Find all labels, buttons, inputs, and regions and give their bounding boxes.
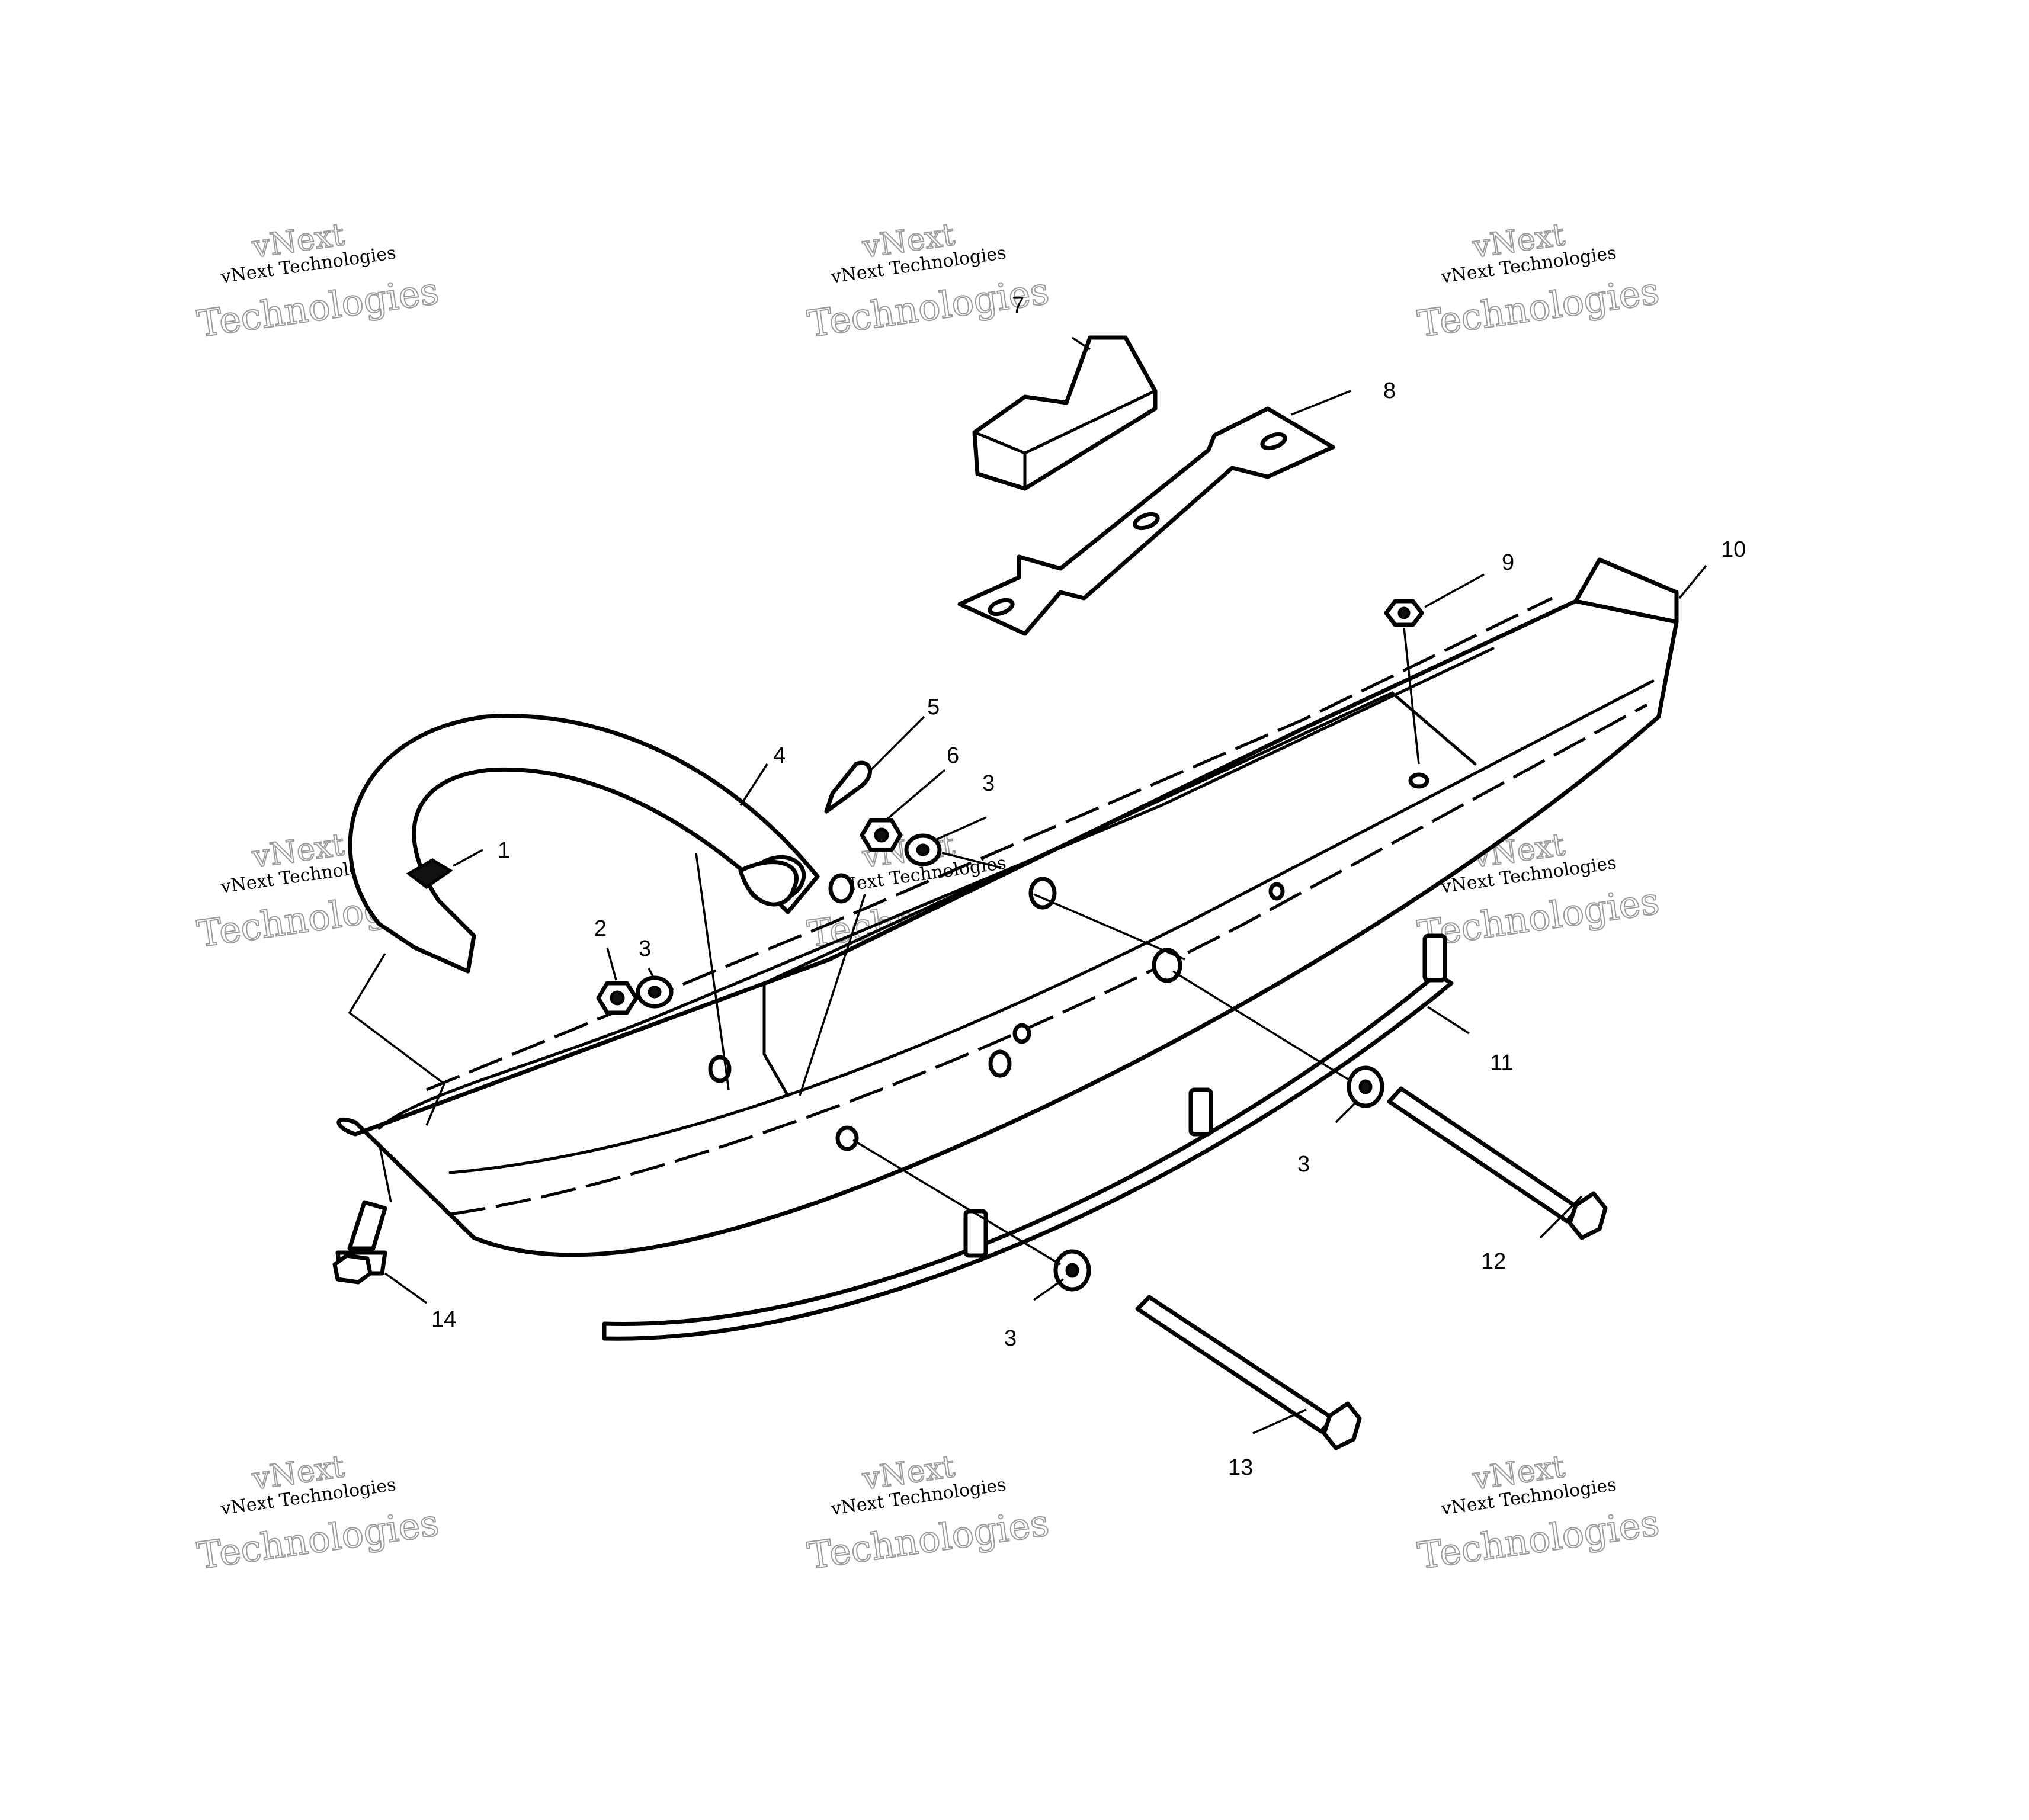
callout-11: 11 — [1490, 1051, 1513, 1076]
callout-1: 1 — [498, 838, 510, 863]
callout-4: 4 — [773, 743, 786, 768]
washer-3-upper — [904, 833, 942, 866]
plug — [406, 858, 453, 890]
callout-14: 14 — [431, 1307, 456, 1332]
ski-loop — [348, 714, 820, 974]
nut-2 — [596, 981, 639, 1015]
callout-9: 9 — [1502, 550, 1514, 575]
callout-13: 13 — [1228, 1455, 1253, 1480]
callout-labels: 1 2 3 3 3 3 4 5 6 7 8 9 10 11 12 13 14 — [431, 293, 1746, 1480]
callout-10: 10 — [1721, 537, 1746, 562]
callout-8: 8 — [1383, 378, 1396, 403]
bolt-13 — [1135, 1295, 1362, 1450]
watermark: vNext vNext Technologies Technologies — [194, 216, 442, 346]
washer-3-lower — [1053, 1249, 1091, 1292]
bolt-14 — [332, 1200, 387, 1285]
washer-3-right — [1347, 1065, 1384, 1108]
assembly-lines — [348, 852, 1351, 1266]
watermark: vNext vNext Technologies Technologies — [804, 1448, 1052, 1578]
callout-12: 12 — [1481, 1249, 1506, 1274]
callout-6: 6 — [947, 743, 959, 768]
wear-bar — [602, 933, 1454, 1341]
watermark: vNext vNext Technologies Technologies — [1415, 216, 1662, 346]
callout-leaders — [384, 336, 1707, 1434]
watermark: vNext vNext Technologies Technologies — [194, 1448, 442, 1578]
nut-9 — [1384, 599, 1424, 765]
callout-7: 7 — [1012, 293, 1024, 318]
wedge-block — [972, 335, 1158, 491]
nut-6 — [860, 818, 903, 852]
watermark: vNext vNext Technologies Technologies — [804, 216, 1052, 346]
callout-3: 3 — [1297, 1152, 1310, 1177]
callout-2: 2 — [594, 916, 607, 941]
callout-3: 3 — [982, 771, 995, 796]
callout-5: 5 — [927, 695, 940, 720]
callout-3: 3 — [639, 936, 651, 961]
watermark: vNext vNext Technologies Technologies — [1415, 1448, 1662, 1578]
saddle-plate — [957, 406, 1335, 636]
cotter-pin-5 — [824, 760, 872, 814]
washer-3-left — [636, 975, 674, 1009]
callout-3: 3 — [1004, 1326, 1017, 1351]
bolt-12 — [1387, 1086, 1608, 1240]
